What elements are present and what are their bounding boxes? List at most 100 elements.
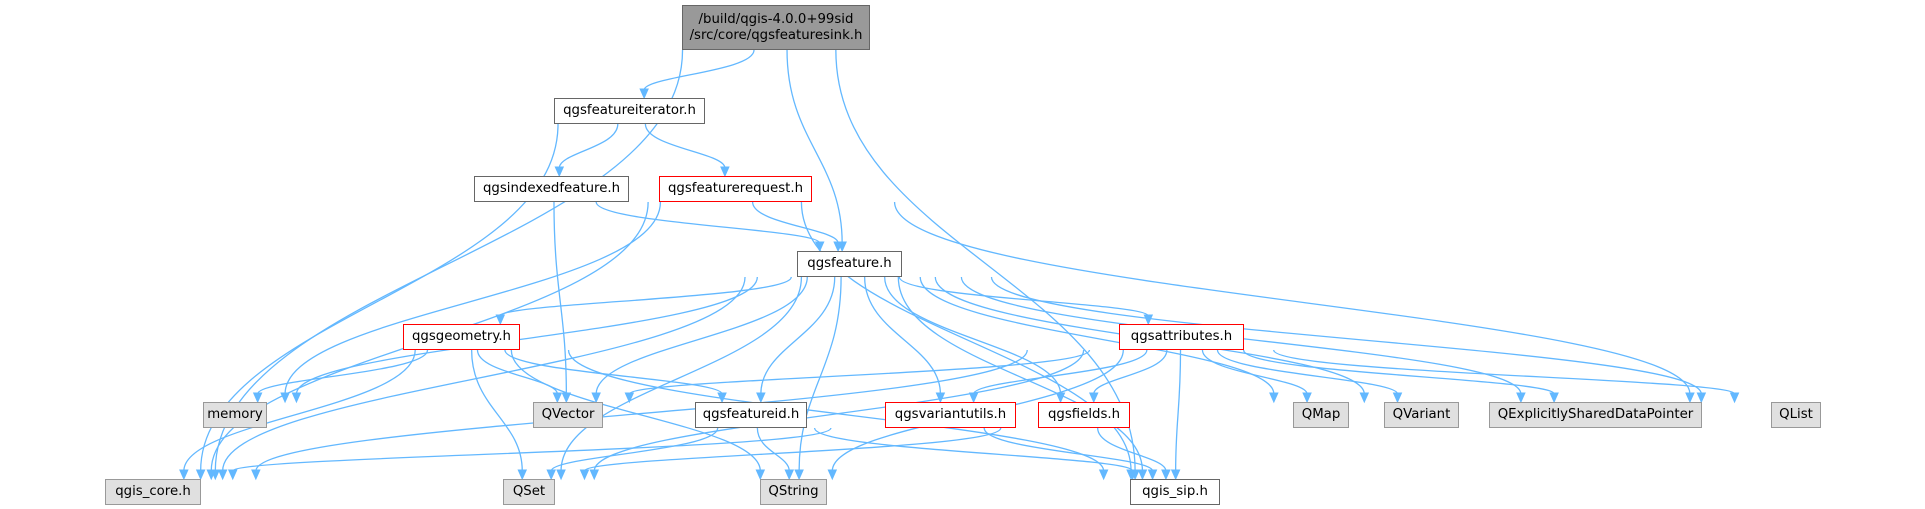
edge-qgsfeature-to-qgsattributes xyxy=(898,276,1149,317)
edge-qgsvariantutils-to-qgis_core xyxy=(232,427,832,472)
edge-qgsfeature-to-QSet xyxy=(560,276,803,472)
arrowhead-qgsattributes-to-qgsfields xyxy=(1088,392,1099,404)
edge-qgsfeature-to-qgsvariantutils xyxy=(864,276,942,395)
edge-qgsfeature-to-qgis_sip xyxy=(897,276,1144,472)
edge-qgsattributes-to-qgis_sip xyxy=(1175,349,1182,472)
node-QMap[interactable]: QMap xyxy=(1293,402,1349,428)
arrowhead-root-to-qgsfeatureiterator xyxy=(639,88,649,100)
arrowhead-qgsattributes-to-QVariant xyxy=(1392,392,1403,404)
arrowhead-qgsfeature-to-qgis_sip xyxy=(1137,469,1148,481)
node-QList[interactable]: QList xyxy=(1771,402,1821,428)
arrowhead-qgsgeometry-to-QSet xyxy=(517,469,528,481)
arrowhead-qgsfeatureid-to-QString xyxy=(784,469,795,481)
edge-qgsgeometry-to-qgsfeatureid xyxy=(504,349,723,395)
arrowhead-qgsvariantutils-to-qgis_core xyxy=(227,469,238,481)
edge-qgsfeature-to-qgis_core xyxy=(222,276,746,472)
edge-qgsfeatureiterator-to-qgsindexedfeature xyxy=(558,123,619,169)
arrowhead-qgsfeature-to-qgis_core xyxy=(217,469,228,481)
arrowhead-qgsattributes-to-QExplicitlySharedDataPointer xyxy=(1549,392,1559,404)
edge-qgsfeature-to-QString xyxy=(798,276,842,472)
edge-qgsattributes-to-qgsvariantutils xyxy=(972,349,1148,395)
node-qgis_core[interactable]: qgis_core.h xyxy=(105,479,201,505)
edge-qgsfeaturerequest-to-QList xyxy=(893,201,1691,395)
node-qgsgeometry[interactable]: qgsgeometry.h xyxy=(403,324,520,350)
arrowhead-qgsfeature-to-qgsvariantutils xyxy=(935,392,946,404)
edge-qgsindexedfeature-to-QVector xyxy=(553,201,567,395)
node-qgis_sip[interactable]: qgis_sip.h xyxy=(1130,479,1220,505)
node-qgsfeatureid[interactable]: qgsfeatureid.h xyxy=(695,402,807,428)
root-line1: /build/qgis-4.0.0+99sid xyxy=(698,11,854,27)
arrowhead-qgsgeometry-to-qgis_sip xyxy=(1098,469,1109,481)
arrowhead-qgsfeatureid-to-QSet xyxy=(546,469,556,481)
edge-qgsattributes-to-qgsfields xyxy=(1093,349,1168,395)
arrowhead-qgsattributes-to-qgis_core xyxy=(251,469,261,481)
arrowhead-qgsfields-to-qgis_sip xyxy=(1161,469,1171,481)
edge-qgsattributes-to-QList xyxy=(1273,349,1736,395)
arrowhead-qgsfeature-to-memory xyxy=(291,392,302,404)
edge-root-to-qgis_core xyxy=(214,49,684,472)
arrowhead-qgsgeometry-to-QString xyxy=(755,469,766,481)
edge-qgsgeometry-to-qgis_sip xyxy=(567,349,1105,472)
node-qgsfields[interactable]: qgsfields.h xyxy=(1038,402,1130,428)
node-QExplicitlySharedDataPointer[interactable]: QExplicitlySharedDataPointer xyxy=(1489,402,1702,428)
arrowhead-qgsfeature-to-QList xyxy=(1696,392,1707,404)
node-qgsfeatureiterator[interactable]: qgsfeatureiterator.h xyxy=(554,98,705,124)
arrowhead-qgsfeaturerequest-to-qgsfeature xyxy=(833,241,843,253)
edge-qgsfeatureiterator-to-qgsfeaturerequest xyxy=(644,123,726,169)
edge-root-to-qgis_sip xyxy=(835,49,1136,472)
arrowhead-qgsfeature-to-QSet xyxy=(556,469,566,481)
arrowhead-qgsfeaturerequest-to-memory xyxy=(280,392,290,404)
edge-qgsgeometry-to-QSet xyxy=(470,349,523,472)
edge-qgsattributes-to-QExplicitlySharedDataPointer xyxy=(1242,349,1555,395)
arrowhead-qgsattributes-to-QVector xyxy=(624,392,635,404)
edge-qgsattributes-to-QSet xyxy=(593,349,1085,472)
edge-qgsvariantutils-to-qgis_sip xyxy=(983,427,1154,472)
edge-qgsfeatureid-to-QSet xyxy=(550,427,719,472)
edge-root-to-qgsfeature xyxy=(786,49,843,244)
arrowhead-qgsattributes-to-QSet xyxy=(589,469,600,481)
arrowhead-qgsgeometry-to-QVector xyxy=(552,392,563,404)
node-qgsindexedfeature[interactable]: qgsindexedfeature.h xyxy=(474,176,629,202)
arrowhead-qgsattributes-to-QString xyxy=(827,469,838,481)
edge-qgsfields-to-QSet xyxy=(583,427,1002,472)
arrowhead-qgsfeaturerequest-to-QList xyxy=(1685,392,1695,404)
arrowhead-qgsfeature-to-QVariant xyxy=(1359,392,1370,404)
edge-qgsgeometry-to-QVector xyxy=(476,349,558,395)
edge-qgsgeometry-to-memory xyxy=(257,349,429,395)
arrowhead-qgsfeatureid-to-qgis_sip xyxy=(1127,469,1138,481)
edge-qgsfeature-to-qgsfields xyxy=(884,276,1062,395)
node-QVariant[interactable]: QVariant xyxy=(1384,402,1459,428)
arrowhead-qgsfeature-to-QString xyxy=(794,469,804,481)
node-memory[interactable]: memory xyxy=(203,402,267,428)
edge-qgsfeatureid-to-QString xyxy=(756,427,790,472)
edge-qgsattributes-to-QMap xyxy=(1201,349,1308,395)
edge-qgsfields-to-qgis_sip xyxy=(1097,427,1167,472)
edge-qgsattributes-to-QVariant xyxy=(1216,349,1399,395)
arrowhead-qgsattributes-to-QMap xyxy=(1302,392,1312,404)
edge-qgsfeature-to-qgsfeatureid xyxy=(760,276,836,395)
node-qgsattributes[interactable]: qgsattributes.h xyxy=(1119,324,1244,350)
arrowhead-qgsattributes-to-qgsvariantutils xyxy=(968,392,979,404)
edge-root-to-qgsfeatureiterator xyxy=(643,49,755,91)
arrowhead-qgsgeometry-to-qgis_core xyxy=(179,469,189,481)
arrowhead-qgsfeaturerequest-to-qgis_core xyxy=(206,469,217,481)
node-QVector[interactable]: QVector xyxy=(533,402,603,428)
arrowhead-qgsvariantutils-to-qgis_sip xyxy=(1147,469,1158,481)
edge-qgsindexedfeature-to-qgsfeature xyxy=(595,201,821,244)
edge-qgsattributes-to-qgis_core xyxy=(255,349,1028,472)
node-qgsfeature[interactable]: qgsfeature.h xyxy=(797,251,902,277)
node-qgsvariantutils[interactable]: qgsvariantutils.h xyxy=(885,402,1016,428)
arrowhead-qgsfeatureiterator-to-qgsindexedfeature xyxy=(554,166,565,178)
node-qgsfeaturerequest[interactable]: qgsfeaturerequest.h xyxy=(659,176,812,202)
node-QSet[interactable]: QSet xyxy=(503,479,555,505)
edge-qgsfeature-to-memory xyxy=(295,276,758,395)
edge-qgsgeometry-to-qgis_core xyxy=(183,349,416,472)
edge-qgsfeatureid-to-qgis_sip xyxy=(813,427,1134,472)
arrowhead-qgsfeature-to-qgsgeometry xyxy=(495,314,506,326)
node-QString[interactable]: QString xyxy=(760,479,827,505)
edge-qgsfeaturerequest-to-memory xyxy=(284,201,662,395)
node-root[interactable]: /build/qgis-4.0.0+99sid /src/core/qgsfea… xyxy=(682,5,870,50)
edge-qgsfeaturerequest-to-qgsfeature xyxy=(751,201,839,244)
arrowhead-qgsfeature-to-qgsfeatureid xyxy=(756,392,766,404)
